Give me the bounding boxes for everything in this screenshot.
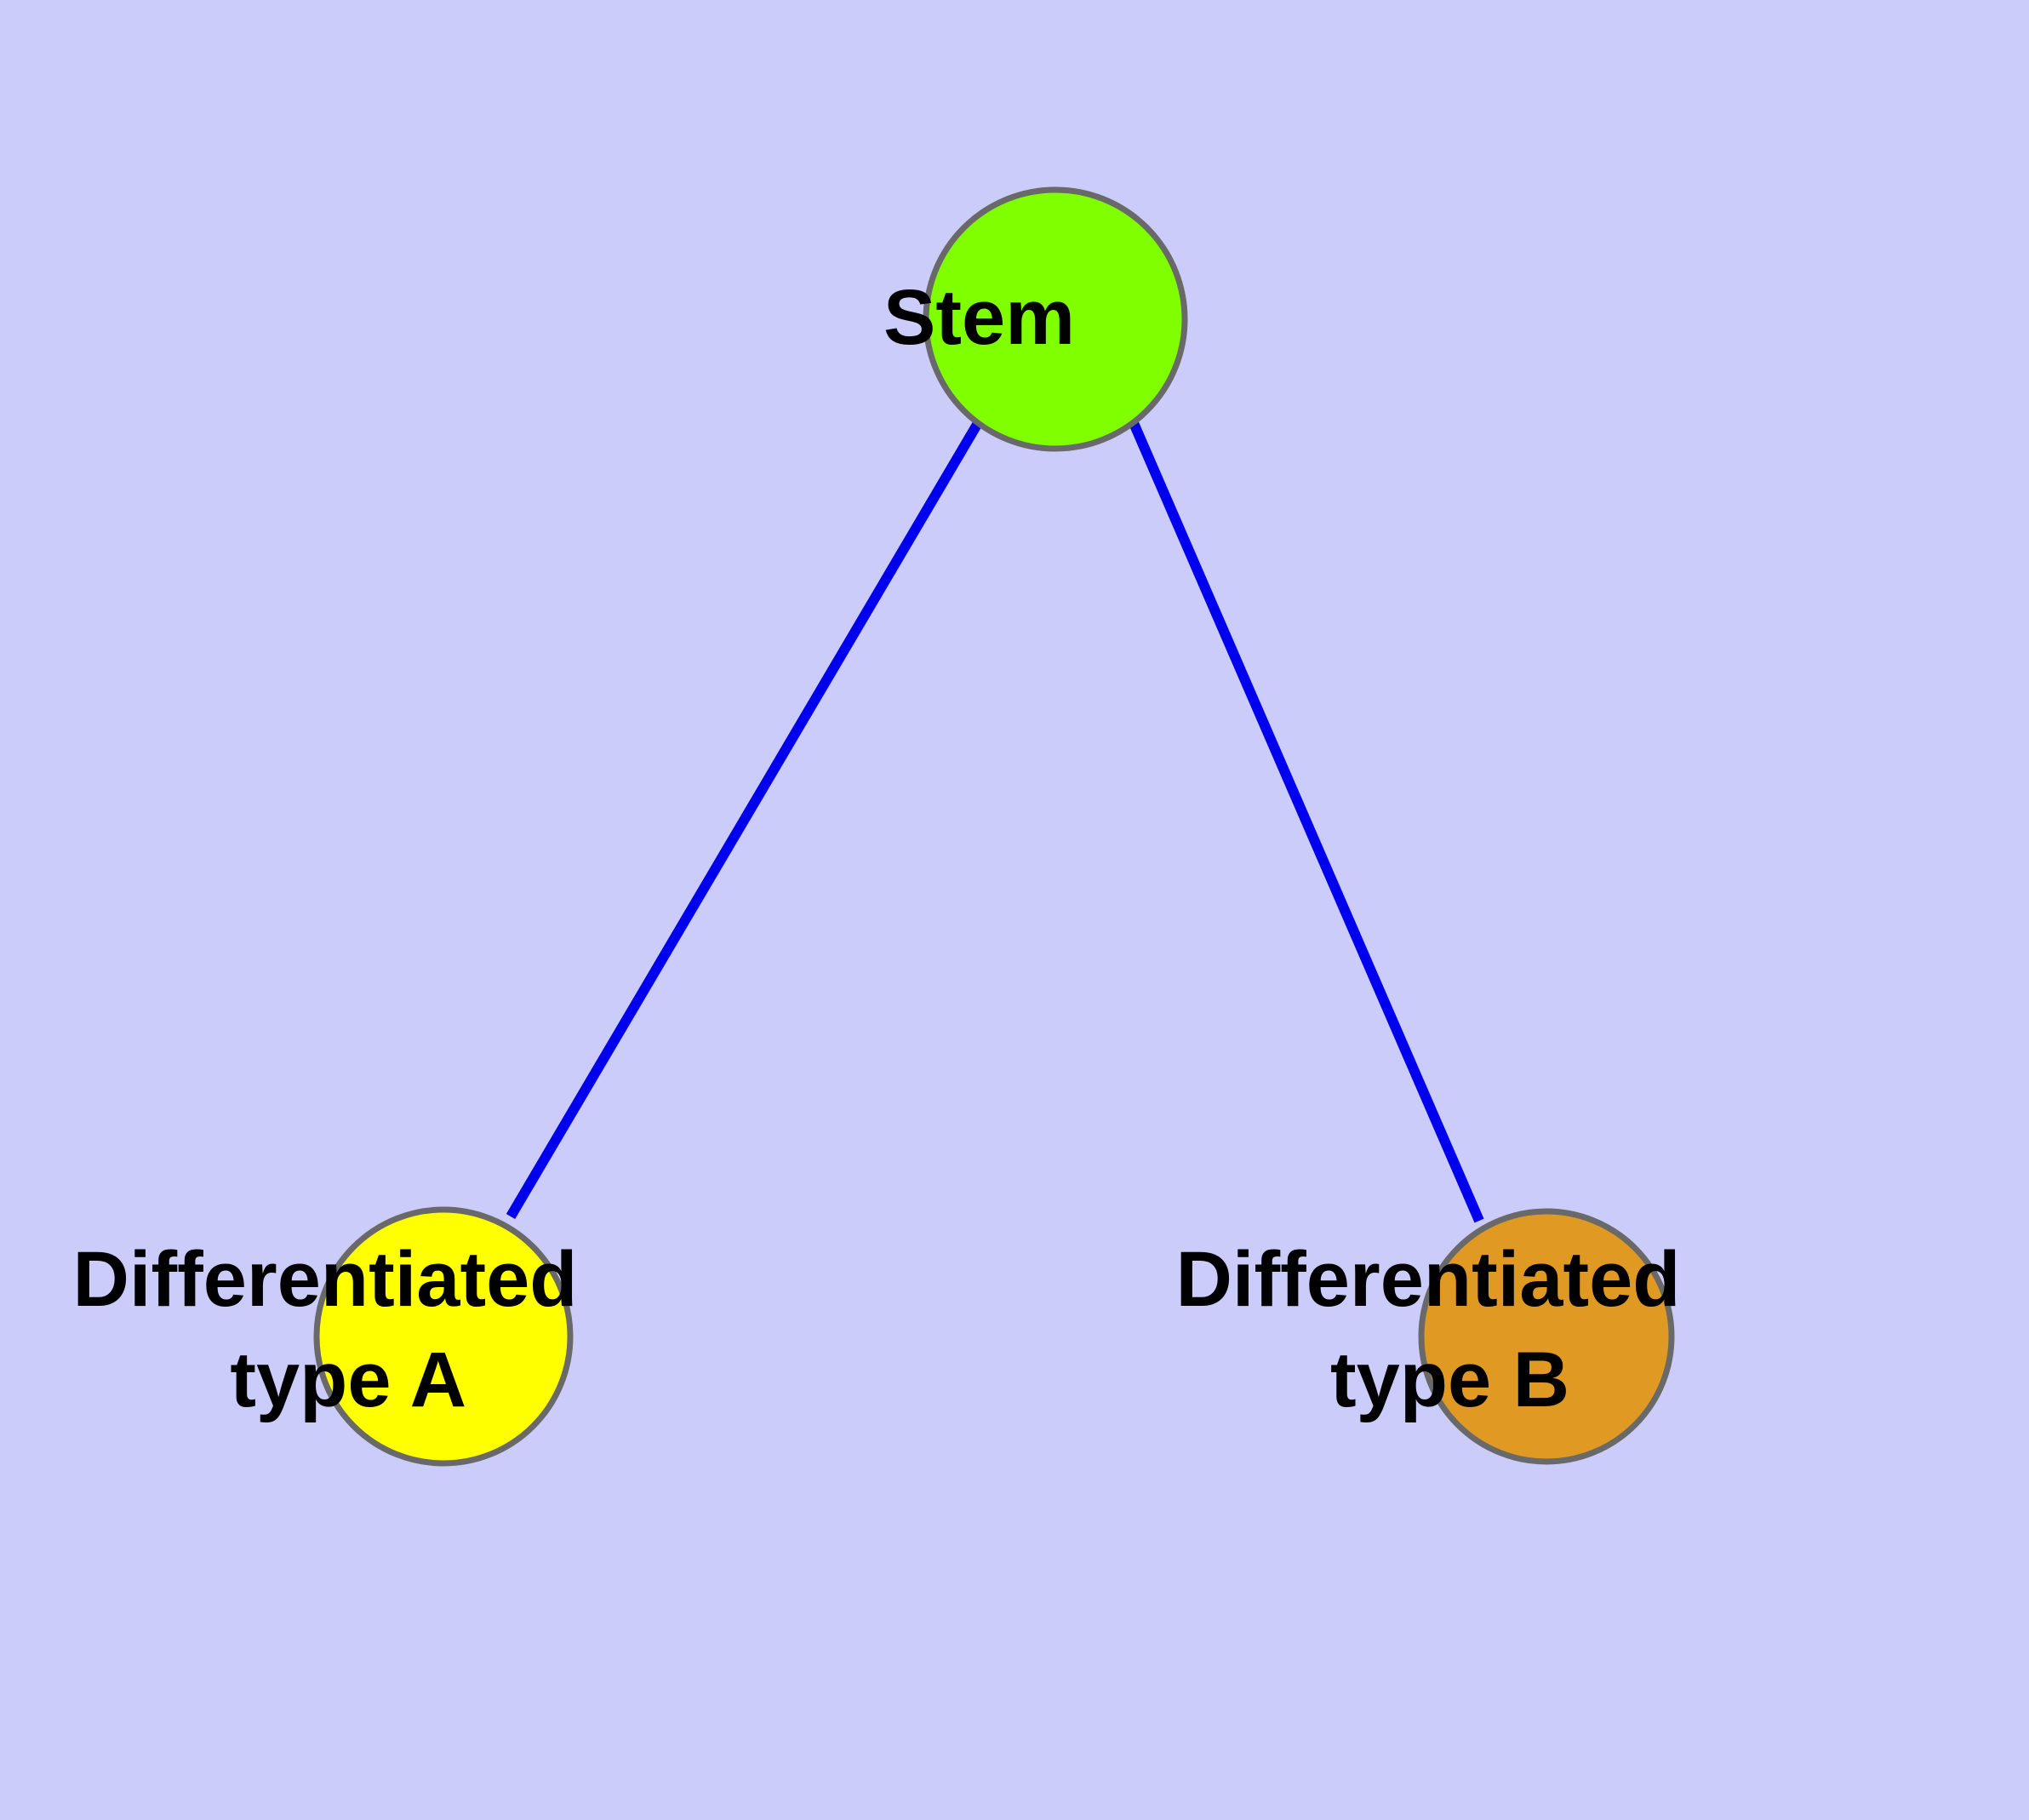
edge-stem-to-differentiated-type-b[interactable] [1129,421,1484,1223]
edge-layer [506,420,1484,1223]
node-label-differentiated-type-a-line-1: Differentiated [72,1236,577,1323]
node-layer [313,186,1675,1467]
node-label-differentiated-type-b-line-1: Differentiated [1175,1236,1680,1323]
node-differentiated-type-b[interactable] [1418,1208,1675,1465]
node-label-differentiated-type-b: Differentiated type B [1175,1236,1876,1423]
node-label-differentiated-type-a-line-2: type A [230,1336,465,1423]
label-layer: Stem Differentiated type A Differentiate… [72,274,1876,1423]
edge-stem-to-differentiated-type-a[interactable] [506,420,983,1220]
node-label-differentiated-type-b-line-2: type B [1330,1336,1569,1423]
node-label-stem-line-1: Stem [883,274,1075,361]
node-stem[interactable] [923,186,1188,452]
node-differentiated-type-a[interactable] [313,1206,574,1467]
node-label-stem: Stem [883,274,1227,361]
node-label-differentiated-type-a: Differentiated type A [72,1236,773,1423]
